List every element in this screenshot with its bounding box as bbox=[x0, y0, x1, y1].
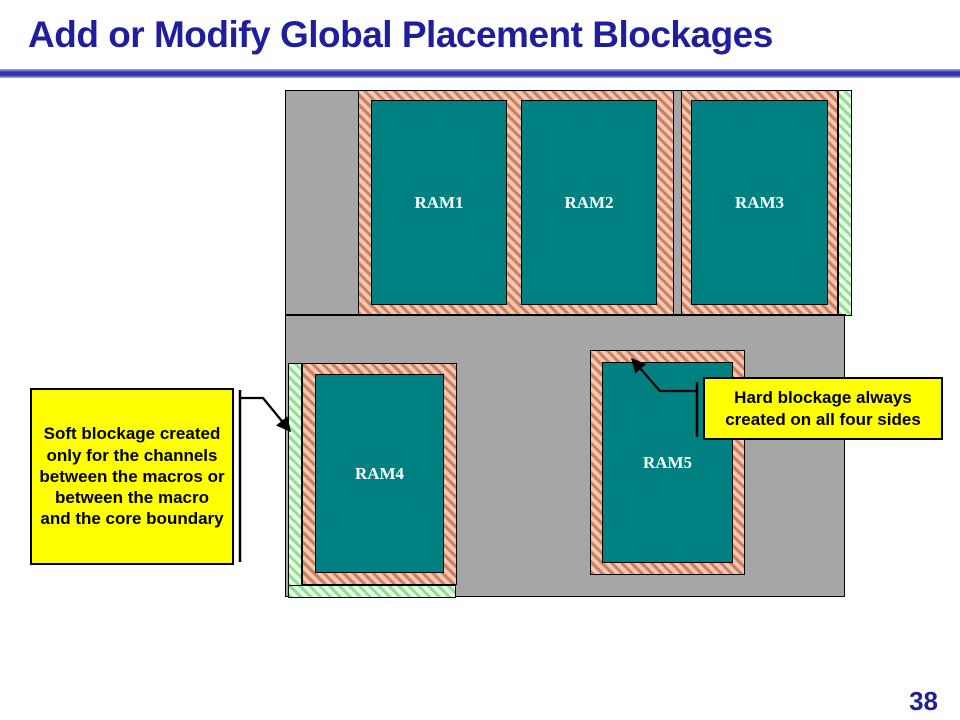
core-divider-line bbox=[285, 314, 846, 316]
soft-callout-arrow bbox=[240, 396, 291, 433]
macro-ram2: RAM2 bbox=[521, 100, 657, 305]
soft-blockage-right-channel bbox=[838, 90, 852, 316]
soft-blockage-callout-text: Soft blockage created only for the chann… bbox=[39, 424, 225, 529]
hard-blockage-callout-text: Hard blockage always created on all four… bbox=[725, 388, 921, 429]
macro-ram1: RAM1 bbox=[371, 100, 507, 305]
page-title: Add or Modify Global Placement Blockages bbox=[28, 14, 773, 55]
macro-ram3: RAM3 bbox=[691, 100, 828, 305]
title-divider bbox=[0, 69, 960, 78]
macro-ram4: RAM4 bbox=[315, 374, 444, 573]
hard-blockage-callout: Hard blockage always created on all four… bbox=[703, 377, 943, 440]
page-number: 38 bbox=[909, 686, 938, 716]
soft-blockage-ram4-bottom-channel bbox=[288, 585, 456, 598]
soft-blockage-ram4-left-channel bbox=[288, 363, 302, 598]
soft-blockage-callout: Soft blockage created only for the chann… bbox=[30, 388, 234, 565]
